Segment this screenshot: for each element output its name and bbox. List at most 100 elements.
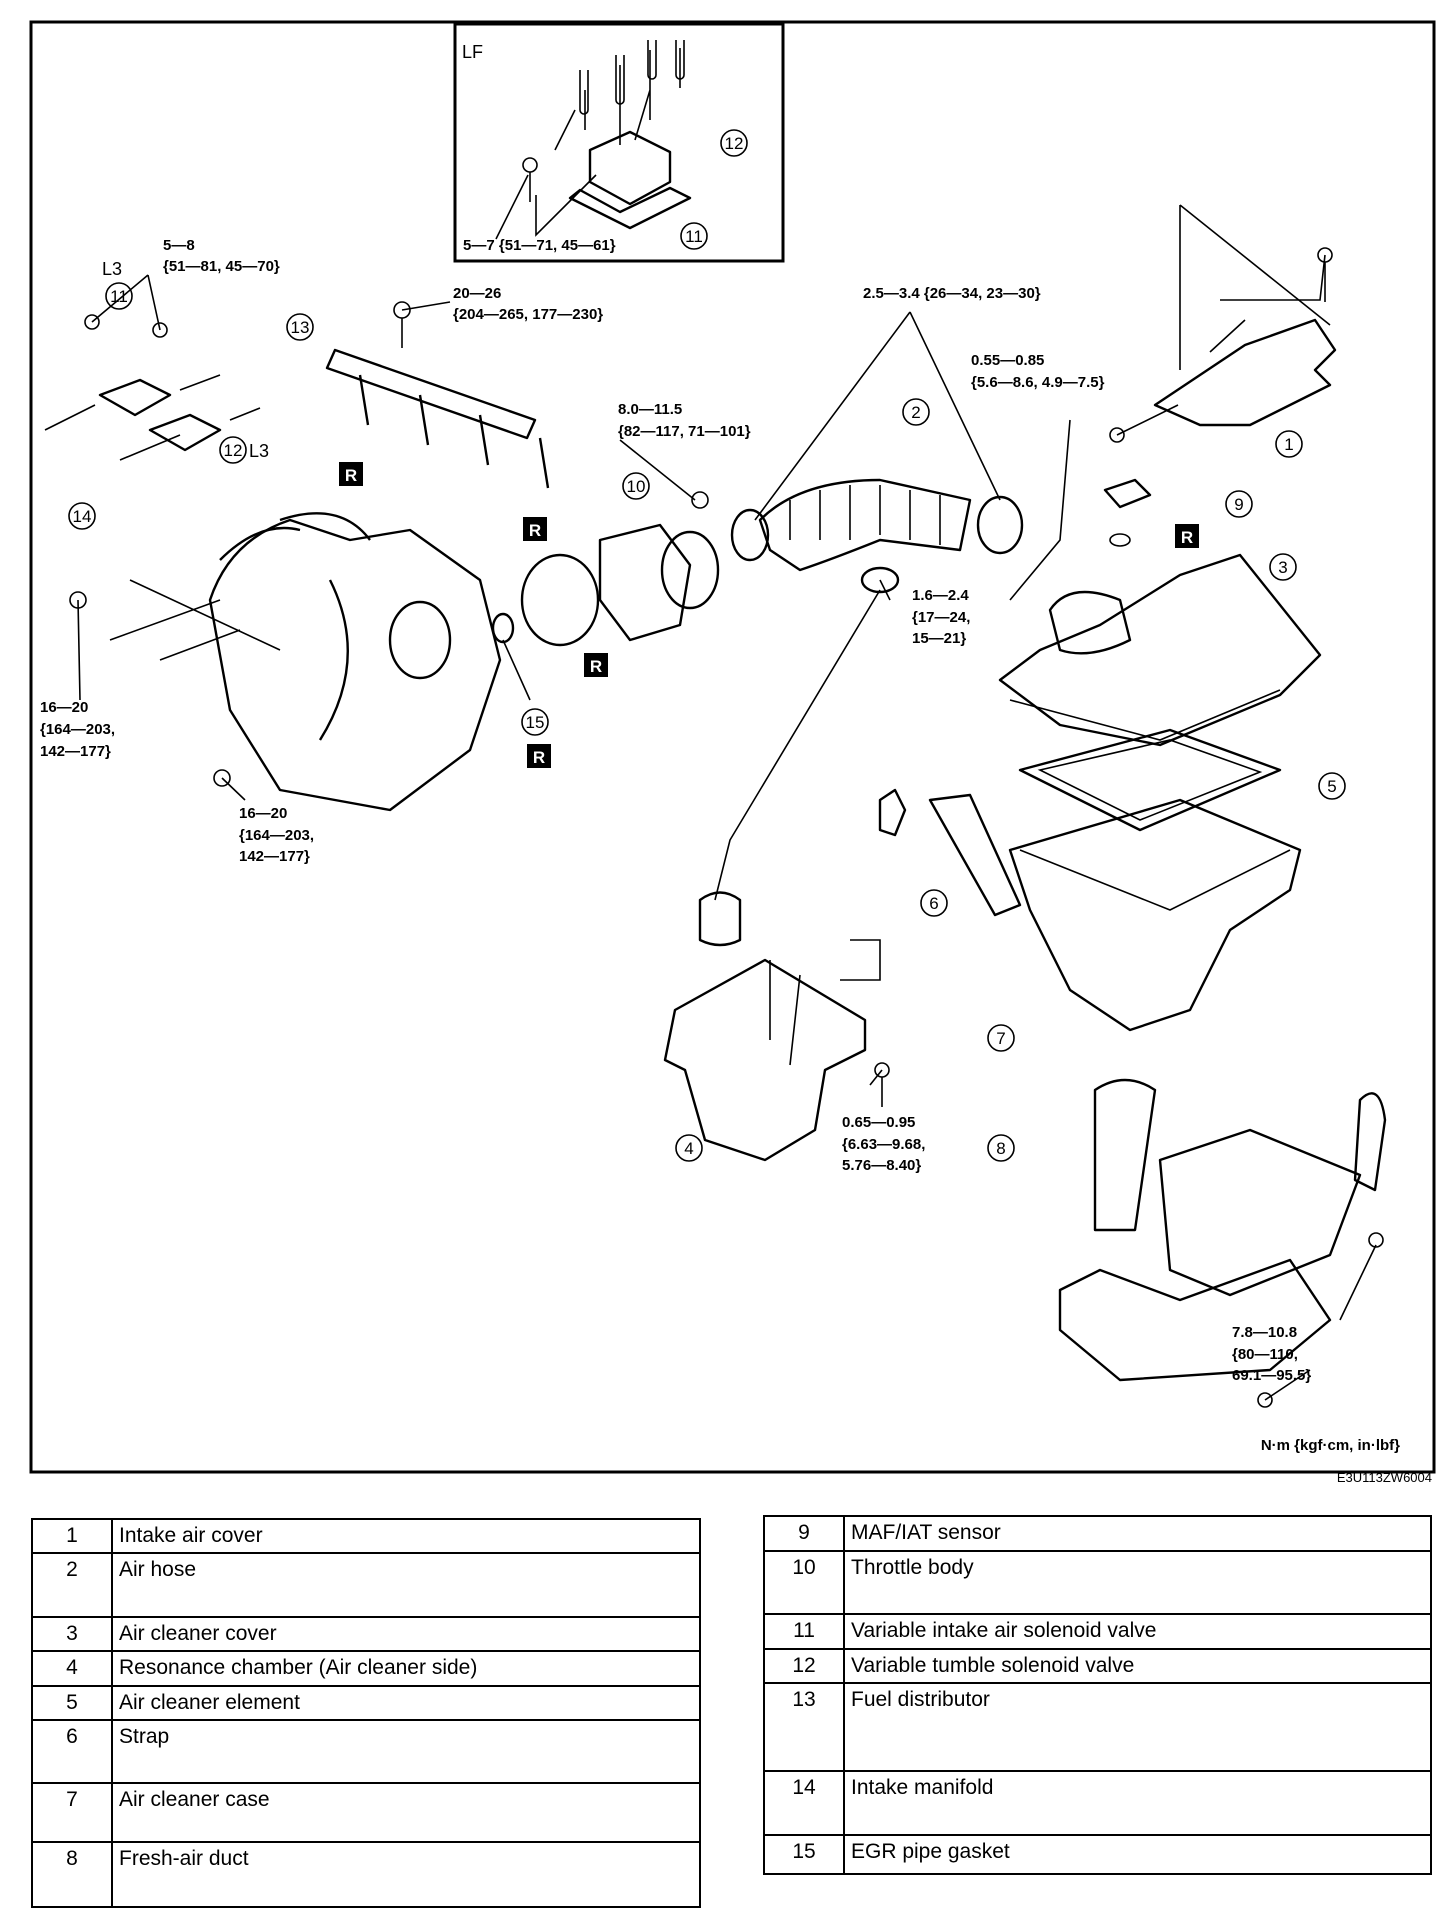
part-number: 5	[31, 1685, 113, 1721]
callout-2: 2	[902, 398, 930, 426]
part-name: Intake air cover	[111, 1518, 701, 1554]
diagram-label: 4	[684, 1139, 693, 1158]
part-name: Resonance chamber (Air cleaner side)	[111, 1650, 701, 1687]
diagram-label: {164—203,	[239, 827, 314, 844]
diagram-label: R	[345, 466, 357, 485]
diagram-label: 15	[526, 713, 545, 732]
part-number: 11	[763, 1613, 845, 1650]
variant-label-l3: L3	[249, 441, 269, 461]
diagram-label: {5.6—8.6, 4.9—7.5}	[971, 374, 1105, 391]
air-cleaner-cover-drawing	[998, 553, 1322, 747]
diagram-label: 8.0—11.5	[618, 401, 682, 418]
part-name: Throttle body	[843, 1550, 1432, 1615]
callout-7: 7	[987, 1024, 1015, 1052]
leader-lines	[77, 254, 1377, 1401]
part-number: 15	[763, 1834, 845, 1875]
throttle-body-drawing	[491, 491, 720, 647]
part-number: 4	[31, 1650, 113, 1687]
diagram-label: 3	[1278, 558, 1287, 577]
diagram-label: 142—177}	[40, 743, 111, 760]
diagram-label: 20—26	[453, 285, 501, 302]
part-name: Variable intake air solenoid valve	[843, 1613, 1432, 1650]
diagram-label: 7	[996, 1029, 1005, 1048]
strap-drawing	[878, 788, 1022, 917]
fresh-air-duct-drawing	[1058, 1078, 1387, 1408]
callout-4: 4	[675, 1134, 703, 1162]
reuse-badge: R	[1175, 524, 1199, 548]
part-number: 10	[763, 1550, 845, 1615]
diagram-label: 12	[224, 441, 243, 460]
callout-8: 8	[987, 1134, 1015, 1162]
callout-6: 6	[920, 889, 948, 917]
diagram-label: {80—110,	[1232, 1346, 1298, 1363]
part-name: Air cleaner cover	[111, 1616, 701, 1652]
callout-14: 14	[68, 502, 96, 530]
part-number: 7	[31, 1782, 113, 1843]
diagram-label: 12	[725, 134, 744, 153]
air-cleaner-case-drawing	[1008, 798, 1302, 1032]
torque-labels: 5—8 {51—81, 45—70} 20—26 {204—265, 177—2…	[40, 237, 1311, 1384]
diagram-label: R	[529, 521, 541, 540]
diagram-label: {204—265, 177—230}	[453, 306, 603, 323]
part-number: 8	[31, 1841, 113, 1908]
callout-9: 9	[1225, 490, 1253, 518]
part-name: Fresh-air duct	[111, 1841, 701, 1908]
diagram-label: 0.65—0.95	[842, 1114, 915, 1131]
intake-air-cover-drawing	[1153, 204, 1337, 427]
callout-12: 12	[219, 436, 247, 464]
diagram-label: 2.5—3.4 {26—34, 23—30}	[863, 285, 1041, 302]
diagram-label: {51—81, 45—70}	[163, 258, 280, 275]
torque-unit-label: N·m {kgf·cm, in·lbf}	[1261, 1437, 1400, 1454]
diagram-label: 11	[685, 227, 703, 246]
diagram-label: {164—203,	[40, 721, 115, 738]
part-name: Air cleaner element	[111, 1685, 701, 1721]
diagram-label: 13	[291, 318, 310, 337]
diagram-frame	[29, 20, 1436, 1474]
reuse-badge: R	[523, 517, 547, 541]
inset-label: LF	[462, 42, 483, 62]
diagram-label: R	[1181, 528, 1193, 547]
diagram-label: 11	[110, 287, 128, 306]
part-name: EGR pipe gasket	[843, 1834, 1432, 1875]
part-number: 3	[31, 1616, 113, 1652]
callout-11-inset: 11	[680, 222, 708, 250]
reuse-badge: R	[527, 744, 551, 768]
variant-label-l3: L3	[102, 259, 122, 279]
part-number: 14	[763, 1770, 845, 1836]
diagram-label: 15—21}	[912, 630, 966, 647]
diagram-label: R	[533, 748, 545, 767]
part-name: Strap	[111, 1719, 701, 1784]
air-hose-drawing	[730, 478, 1024, 594]
part-number: 2	[31, 1552, 113, 1618]
diagram-label: 10	[627, 477, 646, 496]
diagram-label: R	[590, 657, 602, 676]
diagram-label: 9	[1234, 495, 1243, 514]
part-name: Variable tumble solenoid valve	[843, 1648, 1432, 1684]
fuel-distributor-drawing	[325, 301, 550, 489]
diagram-label: 5	[1327, 777, 1336, 796]
diagram-label: 142—177}	[239, 848, 310, 865]
part-name: Air hose	[111, 1552, 701, 1618]
part-number: 12	[763, 1648, 845, 1684]
reuse-badge: R	[584, 653, 608, 677]
part-name: MAF/IAT sensor	[843, 1515, 1432, 1552]
diagram-label: {17—24,	[912, 609, 970, 626]
diagram-label: 69.1—95.5}	[1232, 1367, 1311, 1384]
diagram-label: {82—117, 71—101}	[618, 423, 751, 440]
part-name: Fuel distributor	[843, 1682, 1432, 1772]
